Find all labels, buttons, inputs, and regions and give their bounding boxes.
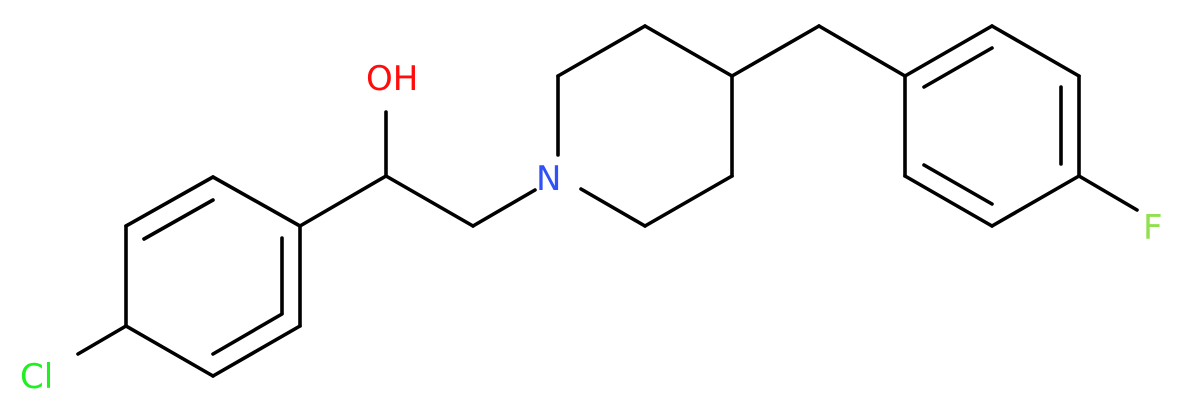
- bond: [903, 24, 994, 78]
- piperidine-ring: [556, 24, 734, 228]
- bond: [922, 46, 994, 89]
- bond: [579, 187, 647, 228]
- fluorine-label: F: [1143, 208, 1163, 248]
- bond: [922, 163, 994, 206]
- bond: [124, 324, 215, 378]
- bond: [556, 24, 647, 78]
- bond: [211, 324, 302, 378]
- bond: [817, 24, 907, 78]
- nitrogen-label: N: [536, 159, 561, 199]
- bond: [471, 188, 537, 228]
- bond: [142, 198, 215, 241]
- bond: [211, 175, 302, 228]
- chlorine-label: Cl: [20, 357, 53, 397]
- bond: [990, 174, 1081, 228]
- bond: [730, 24, 821, 78]
- bond-to-chlorine: [76, 324, 128, 356]
- hydroxyl-label: OH: [366, 59, 418, 99]
- bond: [298, 174, 388, 228]
- bond: [643, 24, 734, 78]
- bond: [211, 312, 284, 356]
- bond: [124, 175, 215, 228]
- fluorophenyl-ring: [903, 24, 1081, 228]
- ethanol-chain: [298, 110, 537, 228]
- bond: [384, 174, 475, 228]
- bond-to-fluorine: [1077, 174, 1139, 212]
- benzyl-linker: [730, 24, 907, 78]
- bond: [990, 24, 1081, 78]
- bond: [643, 174, 734, 228]
- bond: [903, 174, 994, 228]
- chlorophenyl-ring: [124, 175, 302, 378]
